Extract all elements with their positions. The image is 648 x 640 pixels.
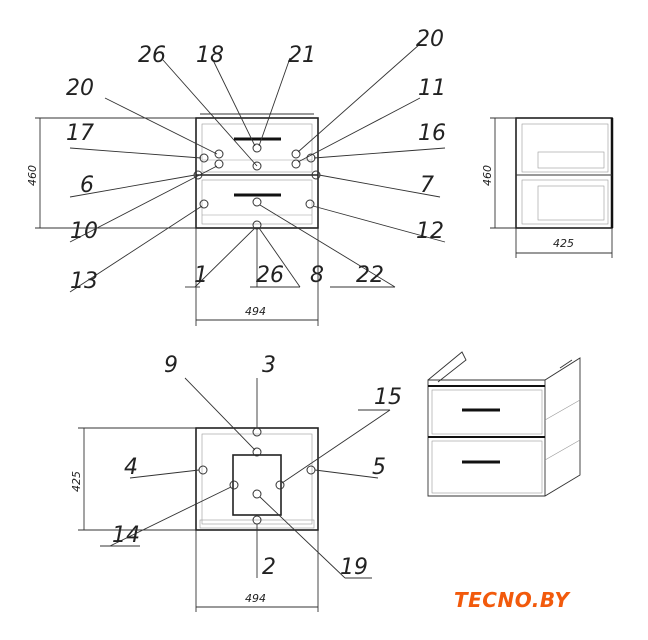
side-view: 460 425	[481, 117, 614, 258]
callout-22: 22	[356, 263, 384, 288]
front-width-dimension: 494	[245, 305, 266, 318]
callout-21: 21	[288, 43, 316, 68]
callout-11: 11	[418, 76, 446, 101]
callout-10: 10	[70, 219, 98, 244]
side-height-dimension: 460	[481, 165, 494, 186]
callout-19: 19	[340, 555, 368, 580]
callout-26-bottom: 26	[256, 263, 284, 288]
callout-26: 26	[138, 43, 166, 68]
callout-8: 8	[310, 263, 324, 288]
callout-17: 17	[66, 121, 94, 146]
callout-20-left: 20	[66, 76, 94, 101]
top-width-dimension: 494	[245, 592, 266, 605]
top-depth-dimension: 425	[70, 471, 83, 492]
callout-7: 7	[420, 173, 434, 198]
callout-15: 15	[374, 385, 402, 410]
isometric-view	[427, 351, 581, 497]
callout-3: 3	[262, 353, 276, 378]
callout-13: 13	[70, 269, 98, 294]
callout-4: 4	[124, 455, 138, 480]
tecno-by-logo: TECNO.BY	[454, 588, 570, 612]
callout-18: 18	[196, 43, 224, 68]
top-view: 9 3 15 4 5 14 2 19 425 494	[70, 353, 402, 612]
callout-9: 9	[164, 353, 178, 378]
callout-2: 2	[262, 555, 276, 580]
callout-20-right: 20	[416, 27, 444, 52]
callout-14: 14	[112, 523, 140, 548]
front-view: 26 18 21 20 20 11 17 16 6 7 10 12 13 1 2…	[26, 27, 446, 326]
callout-6: 6	[80, 173, 94, 198]
side-depth-dimension: 425	[553, 237, 574, 250]
callout-12: 12	[416, 219, 444, 244]
callout-16: 16	[418, 121, 446, 146]
callout-1: 1	[194, 263, 208, 288]
front-height-dimension: 460	[26, 165, 39, 186]
callout-5: 5	[372, 455, 386, 480]
